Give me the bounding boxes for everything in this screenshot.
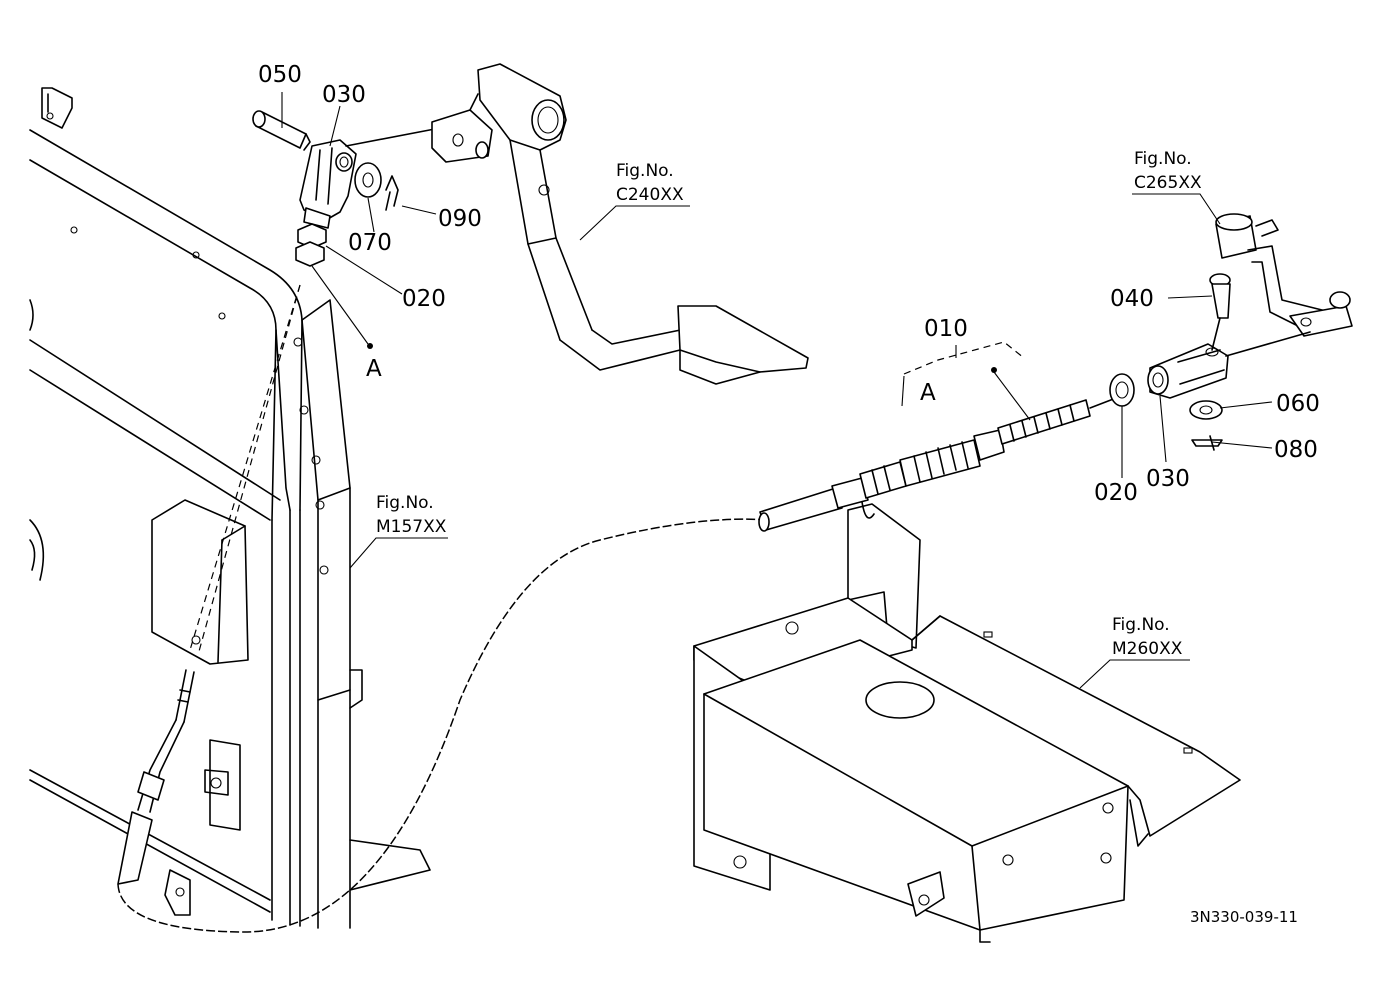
nut-020-right <box>1109 373 1135 407</box>
part-label-010: 010 <box>924 316 968 342</box>
part-label-090: 090 <box>438 206 482 232</box>
washer-060 <box>1189 400 1223 420</box>
lever-c265 <box>1215 213 1353 357</box>
washer-070 <box>354 162 382 198</box>
figure-ref-c265-title: Fig.No. <box>1134 149 1192 169</box>
figure-ref-c240-code: C240XX <box>616 185 684 205</box>
figure-ref-c240: Fig.No. C240XX <box>616 161 684 205</box>
base-bracket <box>693 501 1241 943</box>
drawing-number: 3N330-039-11 <box>1190 908 1298 926</box>
figure-ref-m157: Fig.No. M157XX <box>376 493 447 537</box>
part-label-020-top: 020 <box>402 286 446 312</box>
figure-ref-m260-title: Fig.No. <box>1112 615 1170 635</box>
view-label-a-mid: A <box>920 380 936 406</box>
cable-bracket-left <box>151 499 249 665</box>
part-label-050: 050 <box>258 62 302 88</box>
split-pin-080 <box>1191 435 1223 451</box>
figure-ref-m260-code: M260XX <box>1112 639 1183 659</box>
figure-ref-m260: Fig.No. M260XX <box>1112 615 1183 659</box>
figure-ref-c265-code: C265XX <box>1134 173 1202 193</box>
view-label-a-top: A <box>366 356 382 382</box>
clevis-030-right <box>1147 343 1229 399</box>
frame-panel-left <box>29 87 431 929</box>
clevis-030-top <box>299 139 357 229</box>
figure-ref-m157-code: M157XX <box>376 517 447 537</box>
cable-end-left <box>117 284 301 885</box>
figure-ref-m157-title: Fig.No. <box>376 493 434 513</box>
part-label-080: 080 <box>1274 437 1318 463</box>
part-label-030-right: 030 <box>1146 466 1190 492</box>
pin-040 <box>1209 273 1231 351</box>
split-pin-090 <box>385 175 399 211</box>
figure-ref-c240-title: Fig.No. <box>616 161 674 181</box>
nut-020-top <box>295 223 327 267</box>
cable-010 <box>117 397 1117 933</box>
part-label-070: 070 <box>348 230 392 256</box>
pedal-arm <box>345 63 809 385</box>
part-label-040: 040 <box>1110 286 1154 312</box>
part-label-060: 060 <box>1276 391 1320 417</box>
figure-ref-c265: Fig.No. C265XX <box>1134 149 1202 193</box>
leader-lines <box>281 92 1273 689</box>
part-label-020-right: 020 <box>1094 480 1138 506</box>
clevis-pin-050 <box>252 110 311 151</box>
part-label-030-top: 030 <box>322 82 366 108</box>
